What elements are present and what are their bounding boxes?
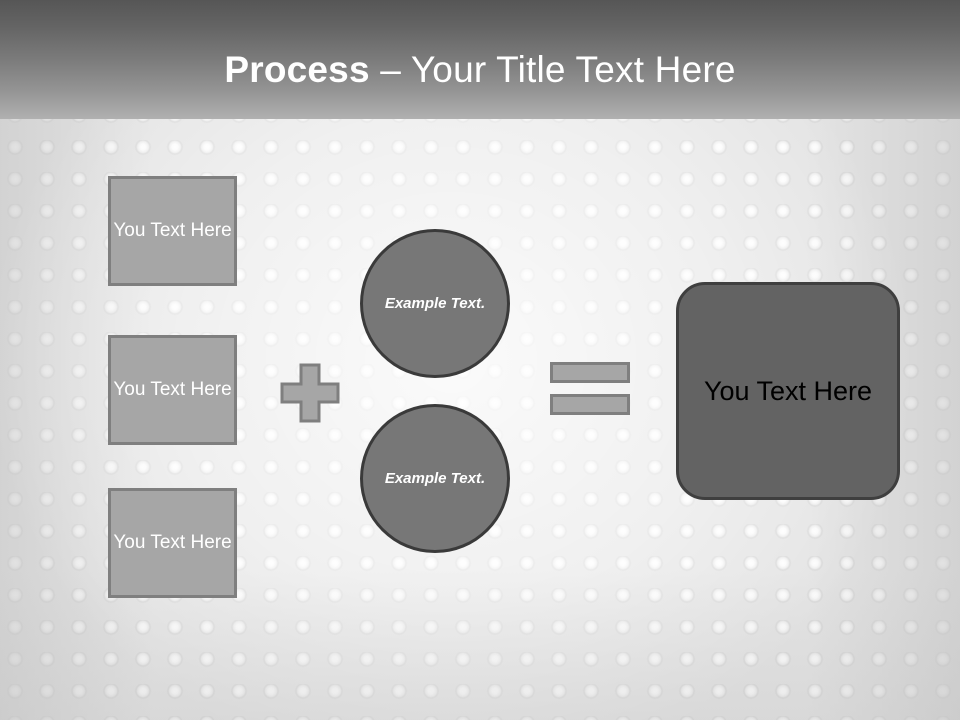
plus-operator-icon — [279, 362, 341, 424]
result-box[interactable]: You Text Here — [676, 282, 900, 500]
page-title-rest: Your Title Text Here — [410, 49, 736, 90]
input-box-2-label: You Text Here — [113, 379, 232, 400]
input-box-3-label: You Text Here — [113, 532, 232, 553]
equals-bar-bottom — [550, 394, 630, 415]
equals-operator-icon — [550, 362, 630, 416]
page-title-bold-part: Process — [224, 49, 370, 90]
input-box-1[interactable]: You Text Here — [108, 176, 237, 286]
example-circle-2[interactable]: Example Text. — [360, 404, 510, 553]
page-title-separator: – — [369, 49, 411, 90]
example-circle-2-label: Example Text. — [384, 470, 486, 487]
input-box-1-label: You Text Here — [113, 220, 232, 241]
example-circle-1-label: Example Text. — [384, 295, 486, 312]
equals-bar-top — [550, 362, 630, 383]
input-box-3[interactable]: You Text Here — [108, 488, 237, 598]
result-box-label: You Text Here — [703, 376, 873, 406]
input-box-2[interactable]: You Text Here — [108, 335, 237, 445]
example-circle-1[interactable]: Example Text. — [360, 229, 510, 378]
slide-header-band: Process – Your Title Text Here — [0, 0, 960, 119]
page-title: Process – Your Title Text Here — [0, 48, 960, 92]
